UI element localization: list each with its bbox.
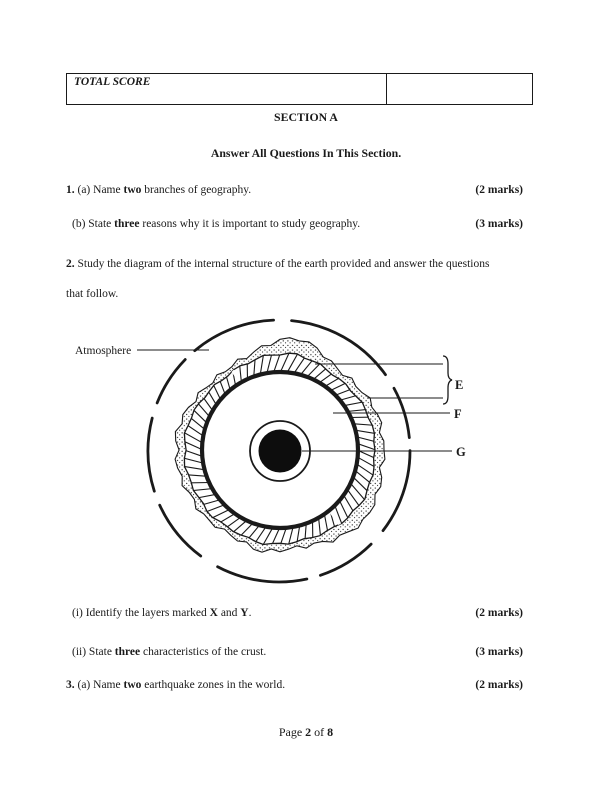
earth-structure-svg: Atmosphere E F G [75,318,466,584]
footer-text: of [311,725,328,739]
marks-label: (3 marks) [475,646,523,658]
question-text-segment: earthquake zones in the world. [141,679,286,691]
marks-label: (2 marks) [475,607,523,619]
layer-label-e: E [455,378,463,392]
section-title: SECTION A [274,110,338,124]
atmosphere-label: Atmosphere [75,345,131,357]
marks-label: (2 marks) [475,184,523,196]
question-2: 2. Study the diagram of the internal str… [66,249,506,309]
question-1b-text: (b) State three reasons why it is import… [66,217,360,232]
page-footer: Page 2 of 8 [0,725,612,740]
question-number: 1. [66,184,75,196]
bold-keyword: X [209,607,218,619]
question-text-segment: Study the diagram of the internal struct… [66,258,490,300]
question-2ii: (ii) State three characteristics of the … [66,645,534,660]
question-3a: 3. (a) Name two earthquake zones in the … [66,678,534,693]
question-text-segment: (a) Name [74,679,124,691]
total-score-label: TOTAL SCORE [67,74,387,104]
question-text-segment: (i) Identify the layers marked [72,607,210,619]
layer-label-f: F [454,407,462,421]
total-score-table: TOTAL SCORE [66,73,533,105]
marks-label: (2 marks) [475,679,523,691]
question-text-segment: branches of geography. [141,184,252,196]
section-instruction: Answer All Questions In This Section. [210,146,402,160]
question-2i: (i) Identify the layers marked X and Y. … [66,606,534,621]
bold-keyword: two [123,679,142,691]
question-2ii-text: (ii) State three characteristics of the … [66,645,266,660]
question-number: 3. [66,679,75,691]
marks-label: (3 marks) [475,218,523,230]
question-2i-text: (i) Identify the layers marked X and Y. [66,606,251,621]
question-text-segment: characteristics of the crust. [140,646,267,658]
question-text-segment: . [248,607,252,619]
bold-keyword: three [114,646,141,658]
question-1a-text: 1. (a) Name two branches of geography. [66,183,251,198]
earth-structure-diagram: Atmosphere E F G [66,312,540,594]
question-text-segment: (a) Name [74,184,124,196]
atmosphere-dashed-circle [146,318,412,584]
question-text-segment: (ii) State [72,646,115,658]
question-number: 2. [66,258,75,270]
bold-keyword: two [123,184,142,196]
question-1a: 1. (a) Name two branches of geography. (… [66,183,534,198]
layer-label-g: G [456,445,466,459]
question-3a-text: 3. (a) Name two earthquake zones in the … [66,678,285,693]
footer-total-pages: 8 [327,725,334,739]
question-text-segment: reasons why it is important to study geo… [139,218,361,230]
inner-core-circle [258,429,302,473]
footer-page-number: 2 [305,725,312,739]
bold-keyword: Y [240,607,249,619]
question-text-segment: and [217,607,241,619]
question-1b: (b) State three reasons why it is import… [66,217,534,232]
total-score-value-cell [387,74,532,104]
footer-text: Page [278,725,306,739]
label-e-brace [442,355,453,405]
bold-keyword: three [114,218,140,230]
question-text-segment: (b) State [72,218,115,230]
